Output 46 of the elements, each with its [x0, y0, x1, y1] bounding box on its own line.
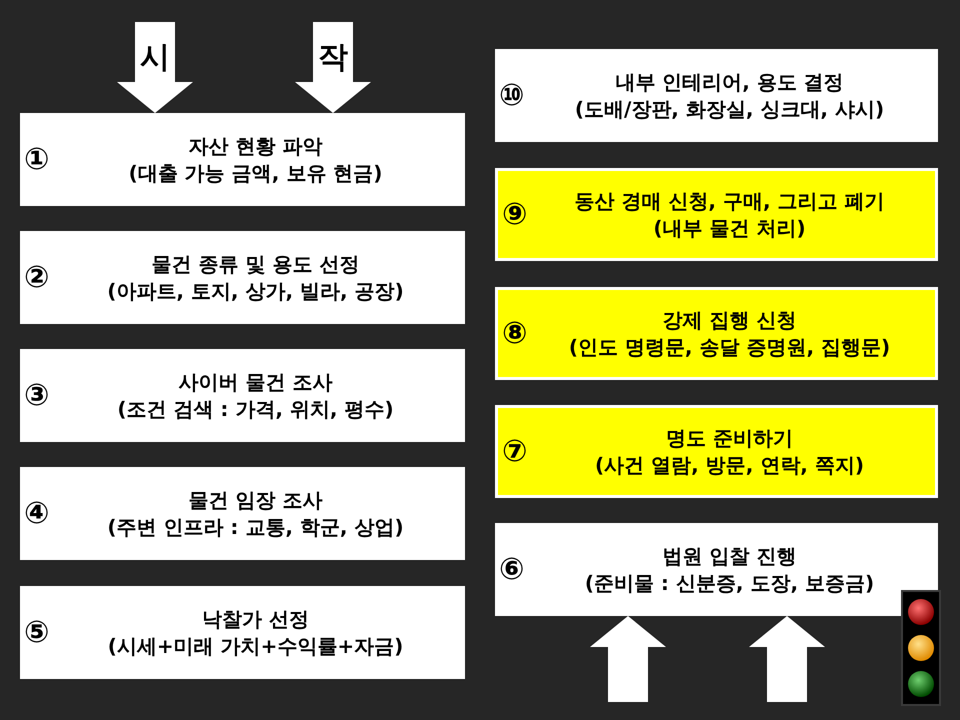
step-detail: (사건 열람, 방문, 연락, 쪽지): [595, 452, 864, 478]
step-number: ⑦: [502, 436, 528, 466]
step-detail: (도배/장판, 화장실, 싱크대, 샤시): [574, 96, 884, 122]
step-box: [20, 349, 465, 442]
step-number: ①: [24, 144, 50, 174]
step-detail: (준비물 : 신분증, 도장, 보증금): [584, 570, 874, 596]
step-box: [20, 586, 465, 679]
step-title: 자산 현황 파악: [188, 132, 322, 160]
traffic-light-icon: [901, 590, 941, 706]
block-arrow: [117, 22, 193, 113]
block-arrow: [749, 616, 825, 702]
step-number: ⑧: [502, 318, 528, 348]
step-title: 사이버 물건 조사: [178, 368, 332, 396]
step-number: ④: [24, 498, 50, 528]
step-number: ⑩: [499, 80, 524, 110]
edge-label: 작: [317, 43, 349, 74]
step-title: 내부 인테리어, 용도 결정: [615, 68, 844, 96]
step-box: [20, 467, 465, 560]
step-box: [495, 49, 938, 142]
step-box: [495, 523, 938, 616]
step-detail: (시세+미래 가치+수익률+자금): [108, 632, 404, 660]
step-detail: (인도 명령문, 송달 증명원, 집행문): [568, 334, 890, 360]
step-title: 법원 입찰 진행: [662, 542, 796, 570]
step-box: [20, 231, 465, 324]
step-title: 낙찰가 선정: [202, 606, 309, 632]
step-box: [20, 113, 465, 206]
step-number: ②: [24, 262, 50, 292]
block-arrow: [590, 616, 666, 702]
block-arrow: [295, 22, 371, 113]
step-box: [495, 405, 938, 498]
step-detail: (대출 가능 금액, 보유 현금): [128, 160, 382, 186]
step-title: 강제 집행 신청: [662, 306, 796, 334]
step-detail: (조건 검색 : 가격, 위치, 평수): [117, 396, 394, 422]
step-box: [495, 287, 938, 380]
step-title: 명도 준비하기: [666, 424, 793, 452]
step-title: 물건 종류 및 용도 선정: [152, 250, 360, 278]
step-number: ⑤: [24, 618, 50, 648]
step-detail: (주변 인프라 : 교통, 학군, 상업): [107, 514, 404, 540]
step-title: 물건 임장 조사: [188, 486, 322, 514]
step-number: ⑨: [502, 200, 528, 230]
step-number: ⑥: [499, 554, 524, 584]
step-detail: (내부 물건 처리): [653, 214, 806, 242]
step-number: ③: [24, 380, 50, 410]
step-box: [495, 168, 938, 261]
step-detail: (아파트, 토지, 상가, 빌라, 공장): [107, 278, 404, 304]
step-title: 동산 경매 신청, 구매, 그리고 폐기: [574, 188, 884, 214]
